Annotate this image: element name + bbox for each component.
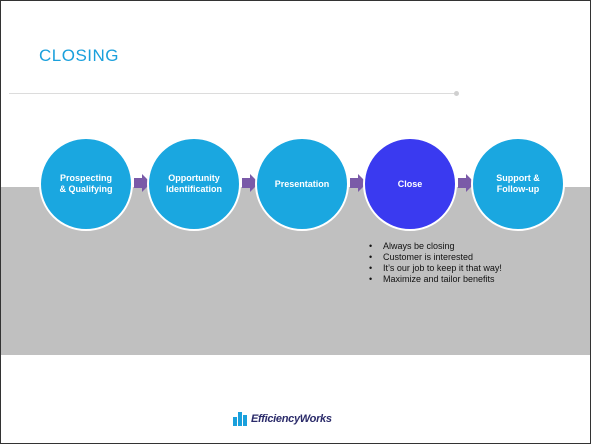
step-label: Opportunity Identification bbox=[166, 173, 222, 194]
step-close: Close bbox=[363, 137, 457, 231]
title-divider bbox=[9, 93, 457, 94]
step-presentation: Presentation bbox=[255, 137, 349, 231]
divider-end-dot bbox=[454, 91, 459, 96]
slide-title: CLOSING bbox=[39, 46, 120, 65]
bullet-item: It’s our job to keep it that way! bbox=[369, 263, 502, 274]
step-support: Support & Follow-up bbox=[471, 137, 565, 231]
bullet-item: Customer is interested bbox=[369, 252, 502, 263]
logo-text: EfficiencyWorks bbox=[251, 413, 332, 425]
step-label: Prospecting & Qualifying bbox=[59, 173, 113, 194]
bullet-item: Maximize and tailor benefits bbox=[369, 274, 502, 285]
step-opportunity: Opportunity Identification bbox=[147, 137, 241, 231]
step-label: Support & Follow-up bbox=[496, 173, 540, 194]
bullet-list: Always be closing Customer is interested… bbox=[369, 241, 502, 285]
bullet-item: Always be closing bbox=[369, 241, 502, 252]
step-label: Presentation bbox=[274, 178, 330, 189]
logo: EfficiencyWorks bbox=[233, 412, 332, 426]
building-icon bbox=[233, 412, 249, 426]
step-prospecting: Prospecting & Qualifying bbox=[39, 137, 133, 231]
step-label: Close bbox=[397, 178, 423, 189]
